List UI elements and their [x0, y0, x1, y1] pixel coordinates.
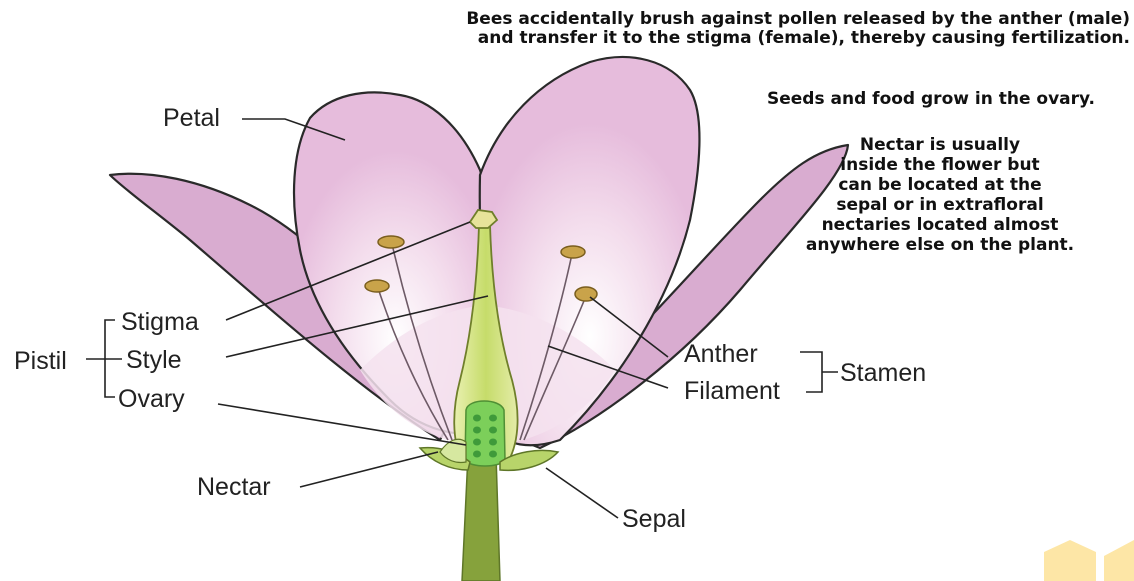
ovary — [465, 401, 505, 466]
style-label: Style — [126, 346, 182, 374]
filament-label: Filament — [684, 377, 780, 405]
pollination-note: Bees accidentally brush against pollen r… — [360, 10, 1130, 48]
nectar-note-line: nectaries located almost — [822, 215, 1059, 235]
ovary-label: Ovary — [118, 385, 185, 413]
logo-watermark — [1044, 540, 1134, 581]
pollination-note-line-2: and transfer it to the stigma (female), … — [478, 28, 1130, 48]
nectar-note: Nectar is usually inside the flower but … — [760, 135, 1120, 255]
stigma-label: Stigma — [121, 308, 199, 336]
nectar-note-line: anywhere else on the plant. — [806, 235, 1074, 255]
pistil-bracket — [86, 320, 122, 397]
stem — [462, 455, 500, 581]
pistil-label: Pistil — [14, 347, 67, 375]
nectar-note-line: Nectar is usually — [860, 135, 1020, 155]
nectar-label: Nectar — [197, 473, 271, 501]
stamen-bracket — [800, 352, 838, 392]
anther-1 — [378, 236, 404, 248]
anther-3 — [561, 246, 585, 258]
anther-2 — [365, 280, 389, 292]
anther-label: Anther — [684, 340, 758, 368]
nectar-leader — [300, 452, 438, 487]
sepal-label: Sepal — [622, 505, 686, 533]
pollination-note-line-1: Bees accidentally brush against pollen r… — [466, 9, 1130, 29]
nectar-note-line: can be located at the — [838, 175, 1041, 195]
petal-label: Petal — [163, 104, 220, 132]
nectar-note-line: inside the flower but — [840, 155, 1039, 175]
nectar-note-line: sepal or in extrafloral — [836, 195, 1043, 215]
seeds-note: Seeds and food grow in the ovary. — [600, 89, 1095, 109]
stamen-label: Stamen — [840, 359, 926, 387]
sepal-leader — [546, 468, 618, 518]
